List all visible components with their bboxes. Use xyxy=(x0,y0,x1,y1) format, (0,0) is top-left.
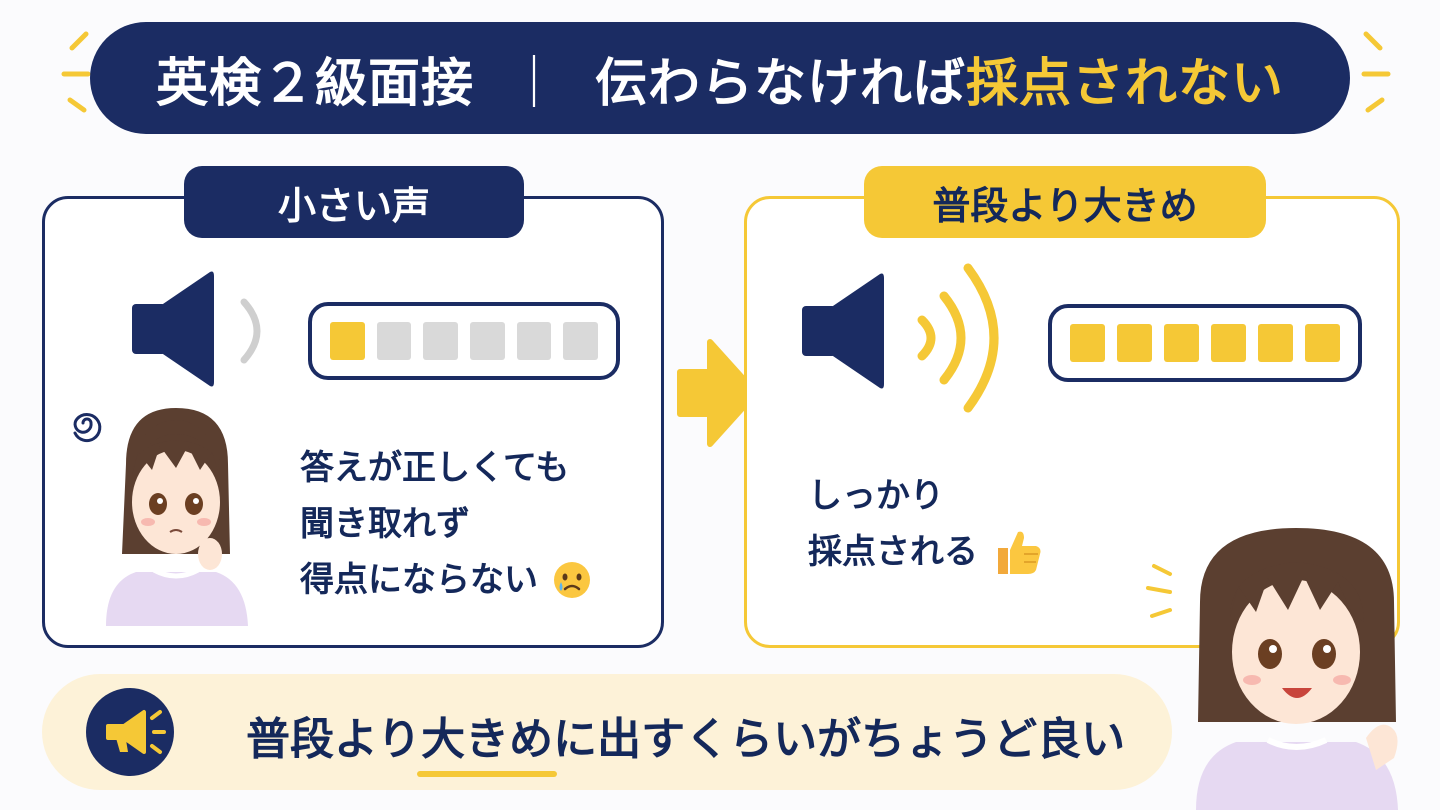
meter-segment-filled xyxy=(1305,324,1340,362)
sparkle-small-icon xyxy=(1146,564,1172,618)
speaker-icon xyxy=(132,271,214,387)
meter-segment-filled xyxy=(1258,324,1293,362)
loud-voice-message: しっかり 採点される xyxy=(808,468,1044,580)
sparkle-left-icon xyxy=(61,31,91,113)
tip-text-before: 普段より xyxy=(246,714,422,765)
title-banner: 英検２級面接 ｜ 伝わらなければ 採点されない xyxy=(90,22,1350,134)
message-line: 答えが正しくても xyxy=(300,448,570,488)
volume-meter-high xyxy=(1048,304,1362,382)
sad-tear-emoji xyxy=(552,560,592,600)
quiet-voice-tab: 小さい声 xyxy=(184,166,524,238)
meter-segment-empty xyxy=(563,322,599,360)
title-separator: ｜ xyxy=(507,53,561,114)
confused-girl-illustration xyxy=(106,408,248,626)
meter-segment-filled xyxy=(1117,324,1152,362)
meter-segment-empty xyxy=(516,322,552,360)
title-highlight: 採点されない xyxy=(966,53,1285,114)
tip-text-highlight: 大きめ xyxy=(417,703,558,777)
megaphone-icon xyxy=(106,710,166,754)
quiet-voice-message: 答えが正しくても 聞き取れず 得点にならない xyxy=(300,440,592,608)
tip-banner xyxy=(42,674,1172,790)
title-part1: 英検２級面接 xyxy=(155,53,474,114)
tip-text: 普段より 大きめ に出すくらいがちょうど良い xyxy=(246,700,1126,777)
happy-girl-illustration xyxy=(1196,528,1398,810)
weak-sound-wave-icon xyxy=(240,298,261,364)
meter-segment-filled xyxy=(330,322,365,360)
title-part2: 伝わらなければ xyxy=(595,53,967,114)
thumbs-up-emoji xyxy=(992,526,1044,578)
tip-text-after: に出すくらいがちょうど良い xyxy=(553,714,1126,765)
speaker-icon xyxy=(802,273,884,389)
megaphone-badge xyxy=(86,688,174,776)
meter-segment-filled xyxy=(1211,324,1246,362)
meter-segment-empty xyxy=(470,322,505,360)
confused-swirl-icon xyxy=(73,413,102,443)
message-line: 聞き取れず xyxy=(300,504,470,544)
arrow-right-icon xyxy=(677,339,759,447)
message-line: しっかり xyxy=(808,476,944,516)
meter-segment-empty xyxy=(376,322,412,360)
message-line: 採点される xyxy=(808,532,978,572)
meter-segment-filled xyxy=(1164,324,1199,362)
meter-segment-filled xyxy=(1070,324,1105,362)
volume-meter-low xyxy=(308,302,620,380)
sparkle-right-icon xyxy=(1361,31,1391,113)
loud-voice-tab: 普段より大きめ xyxy=(864,166,1266,238)
message-line: 得点にならない xyxy=(300,560,538,600)
strong-sound-wave-icon xyxy=(917,263,999,413)
meter-segment-empty xyxy=(423,322,459,360)
